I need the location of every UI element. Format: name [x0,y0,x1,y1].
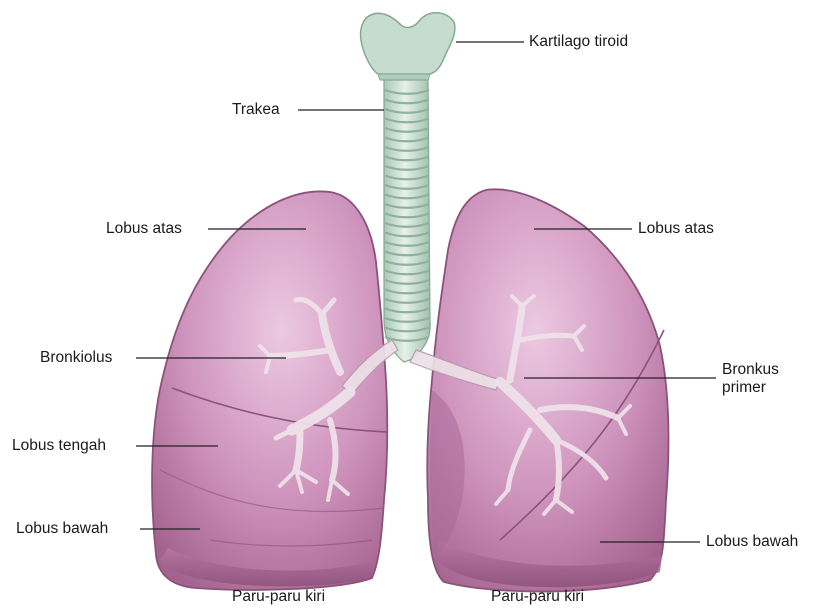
thyroid-cartilage [361,13,455,74]
label-lobus-tengah: Lobus tengah [12,437,106,455]
trachea [384,80,430,362]
label-lobus-bawah-left: Lobus bawah [16,520,108,538]
label-lobus-atas-right: Lobus atas [638,220,714,238]
label-lobus-bawah-right: Lobus bawah [706,533,798,551]
lung-right-side [427,189,668,591]
label-trakea: Trakea [232,101,280,119]
label-bronkus-primer-line2: primer [722,379,766,397]
label-paru-right: Paru-paru kiri [491,588,584,606]
label-bronkus-primer-line1: Bronkus [722,361,779,379]
label-bronkiolus: Bronkiolus [40,349,112,367]
label-kartilago-tiroid: Kartilago tiroid [529,33,628,51]
label-lobus-atas-left: Lobus atas [106,220,182,238]
label-paru-left: Paru-paru kiri [232,588,325,606]
